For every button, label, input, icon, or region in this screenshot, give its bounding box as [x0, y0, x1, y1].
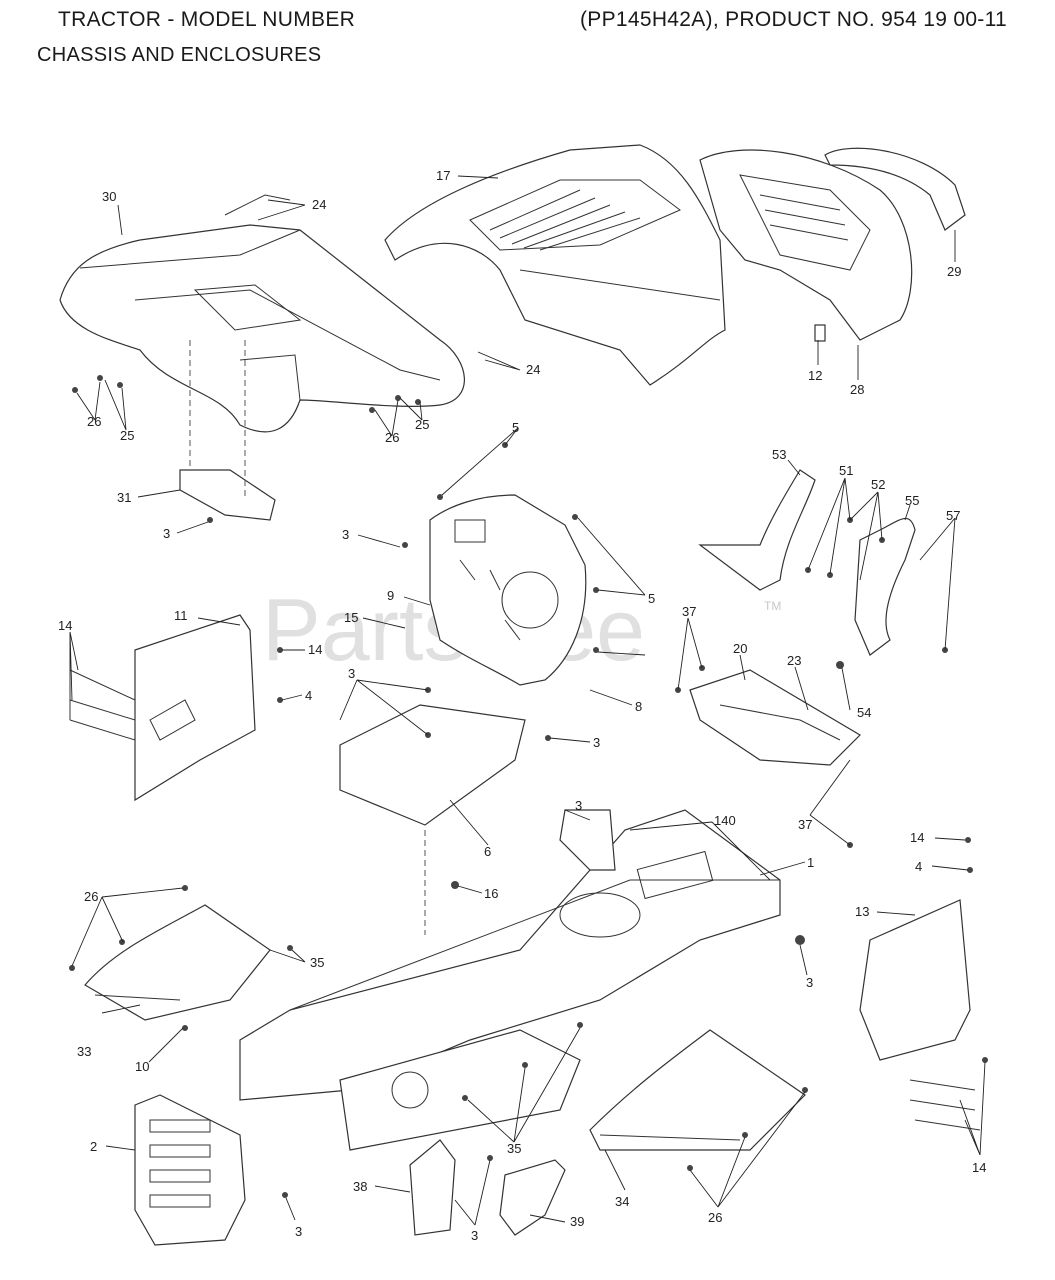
callout-14-right-bottom[interactable]: 14	[972, 1160, 986, 1175]
callout-23[interactable]: 23	[787, 653, 801, 668]
callout-16[interactable]: 16	[484, 886, 498, 901]
callout-38[interactable]: 38	[353, 1179, 367, 1194]
callout-29[interactable]: 29	[947, 264, 961, 279]
part-bracket-38[interactable]	[409, 1139, 456, 1236]
part-step-plate-right[interactable]	[589, 1029, 806, 1151]
callout-24-lower[interactable]: 24	[526, 362, 540, 377]
callout-13[interactable]: 13	[855, 904, 869, 919]
callout-4-right[interactable]: 4	[915, 859, 922, 874]
part-left-side-panel[interactable]	[69, 614, 256, 802]
callout-33[interactable]: 33	[77, 1044, 91, 1059]
callout-26-right[interactable]: 26	[385, 430, 399, 445]
section-title: CHASSIS AND ENCLOSURES	[37, 44, 322, 66]
callout-26-left[interactable]: 26	[87, 414, 101, 429]
callout-35-left[interactable]: 35	[310, 955, 324, 970]
callout-3-c[interactable]: 3	[593, 735, 600, 750]
callout-17[interactable]: 17	[436, 168, 450, 183]
callout-20[interactable]: 20	[733, 641, 747, 656]
callout-52[interactable]: 52	[871, 477, 885, 492]
callout-labels: 30 24 17 29 12 28 24 25 26 25 26 31 3 3 …	[58, 168, 986, 1243]
part-pedal-linkage[interactable]	[698, 469, 916, 656]
callout-3-b[interactable]: 3	[342, 527, 349, 542]
callout-3-front[interactable]: 3	[295, 1224, 302, 1239]
callout-1[interactable]: 1	[807, 855, 814, 870]
part-front-bumper[interactable]	[824, 147, 966, 231]
callout-26-bottom[interactable]: 26	[708, 1210, 722, 1225]
callout-24-upper[interactable]: 24	[312, 197, 326, 212]
callout-5-top[interactable]: 5	[512, 420, 519, 435]
callout-28[interactable]: 28	[850, 382, 864, 397]
page-title: TRACTOR - MODEL NUMBER	[58, 8, 356, 31]
part-main-frame[interactable]	[239, 809, 781, 1151]
part-clip-12[interactable]	[814, 324, 826, 342]
callout-2[interactable]: 2	[90, 1139, 97, 1154]
callout-6[interactable]: 6	[484, 844, 491, 859]
callout-4-left[interactable]: 4	[305, 688, 312, 703]
product-number: (PP145H42A), PRODUCT NO. 954 19 00-11	[579, 8, 1007, 31]
callout-9[interactable]: 9	[387, 588, 394, 603]
callout-54[interactable]: 54	[857, 705, 871, 720]
callout-14-panel[interactable]: 14	[308, 642, 322, 657]
part-dash-panel[interactable]	[429, 494, 587, 686]
callout-34[interactable]: 34	[615, 1194, 629, 1209]
callout-57[interactable]: 57	[946, 508, 960, 523]
part-right-side-panel[interactable]	[859, 899, 981, 1131]
part-front-panel[interactable]	[134, 1094, 246, 1246]
callout-26-step[interactable]: 26	[84, 889, 98, 904]
part-step-plate-left[interactable]	[84, 904, 271, 1021]
watermark-trademark: TM	[764, 599, 781, 613]
part-bracket-39[interactable]	[499, 1159, 566, 1236]
callout-51[interactable]: 51	[839, 463, 853, 478]
part-floor-plate[interactable]	[339, 704, 526, 935]
callout-53[interactable]: 53	[772, 447, 786, 462]
callout-leaders	[69, 175, 986, 1226]
callout-8[interactable]: 8	[635, 699, 642, 714]
callout-140[interactable]: 140	[714, 813, 736, 828]
callout-30[interactable]: 30	[102, 189, 116, 204]
callout-5-right[interactable]: 5	[648, 591, 655, 606]
callout-14-left[interactable]: 14	[58, 618, 72, 633]
part-bracket-140[interactable]	[559, 809, 616, 871]
part-footrest[interactable]	[689, 669, 861, 766]
callout-3-floor[interactable]: 3	[348, 666, 355, 681]
callout-31[interactable]: 31	[117, 490, 131, 505]
callout-25-left[interactable]: 25	[120, 428, 134, 443]
callout-3-d[interactable]: 3	[575, 798, 582, 813]
callout-39[interactable]: 39	[570, 1214, 584, 1229]
callout-55[interactable]: 55	[905, 493, 919, 508]
callout-11[interactable]: 11	[174, 608, 188, 623]
part-rear-fender[interactable]	[59, 194, 465, 433]
part-hood[interactable]	[384, 144, 726, 386]
callout-3-e[interactable]: 3	[471, 1228, 478, 1243]
callout-25-right[interactable]: 25	[415, 417, 429, 432]
part-front-grille[interactable]	[699, 149, 913, 341]
callout-3-a[interactable]: 3	[163, 526, 170, 541]
callout-37-top[interactable]: 37	[682, 604, 696, 619]
callout-14-right-top[interactable]: 14	[910, 830, 924, 845]
callout-3-frame[interactable]: 3	[806, 975, 813, 990]
callout-15[interactable]: 15	[344, 610, 358, 625]
callout-10[interactable]: 10	[135, 1059, 149, 1074]
hardware-fasteners	[69, 375, 988, 1198]
callout-35-bottom[interactable]: 35	[507, 1141, 521, 1156]
callout-12[interactable]: 12	[808, 368, 822, 383]
callout-37-bottom[interactable]: 37	[798, 817, 812, 832]
